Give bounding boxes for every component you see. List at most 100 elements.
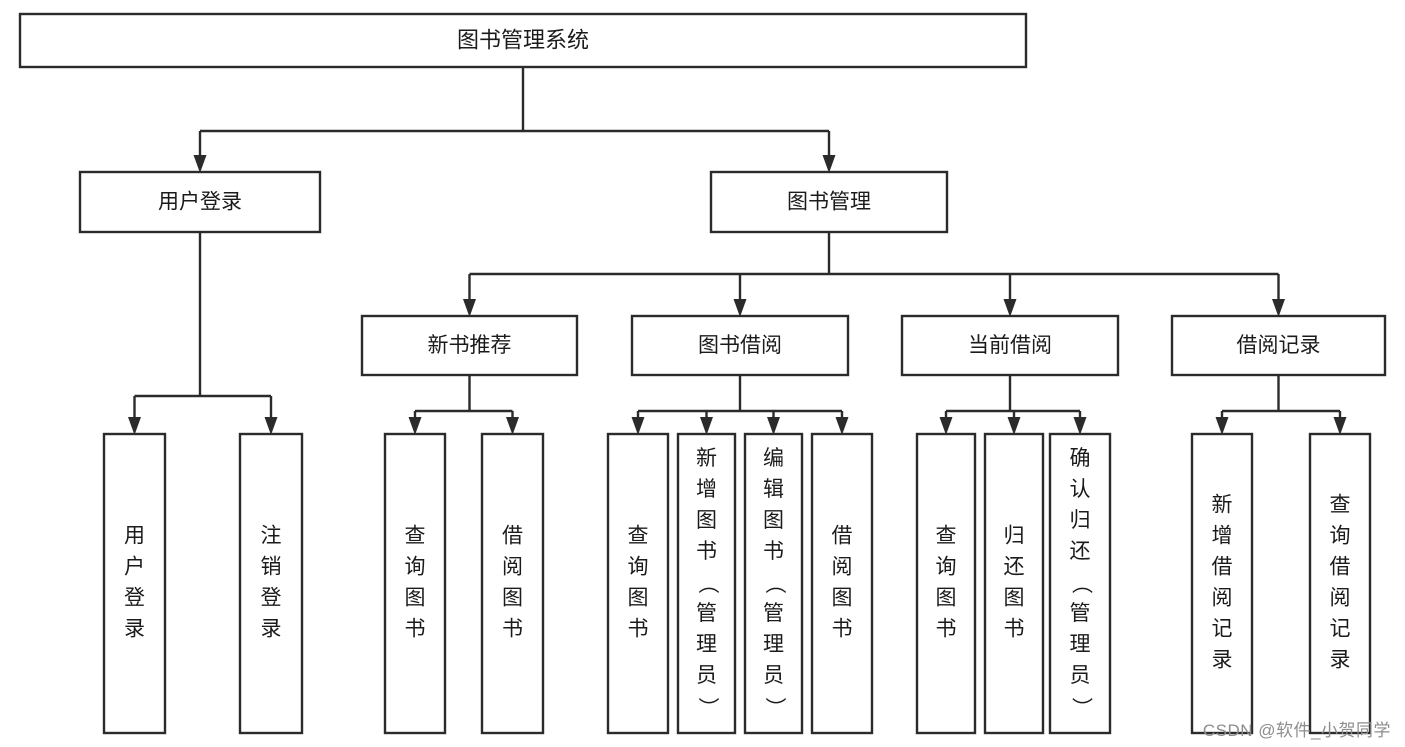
node-box-borrow-record[interactable] [1170, 314, 1387, 377]
node-label-char: 借 [1212, 556, 1233, 579]
node-label-char: 书 [936, 618, 957, 641]
node-label-char: 图 [763, 509, 784, 532]
node-label-char: （ [763, 573, 786, 594]
node-label-char: 书 [832, 618, 853, 641]
node-book-management[interactable]: 图书管理 [709, 170, 949, 234]
node-box-current-borrow[interactable] [900, 314, 1120, 377]
node-label-char: 询 [936, 556, 957, 579]
node-box-leaf-logout[interactable] [238, 432, 304, 735]
arrow-head-icon [733, 299, 747, 317]
node-user-login[interactable]: 用户登录 [78, 170, 322, 234]
node-label-root: 图书管理系统 [457, 27, 589, 52]
arrow-head-icon [506, 417, 519, 435]
connector-group-new-book-recommend [408, 375, 519, 435]
node-label-char: 书 [502, 618, 523, 641]
node-label-char: ） [696, 697, 719, 718]
arrow-head-icon [700, 417, 713, 435]
node-label-char: 登 [261, 587, 282, 610]
connector-group-current-borrow [939, 375, 1087, 435]
connector-group-book-borrow [631, 375, 849, 435]
node-label-char: 理 [1070, 633, 1091, 656]
node-label-char: 认 [1070, 478, 1091, 501]
node-box-leaf-query-book-current[interactable] [915, 432, 977, 735]
node-label-char: 图 [405, 587, 426, 610]
node-label-char: 查 [405, 525, 426, 548]
node-label-char: （ [696, 573, 719, 594]
arrow-head-icon [128, 417, 141, 435]
node-label-char: 书 [628, 618, 649, 641]
node-box-leaf-query-book-recommend[interactable] [383, 432, 447, 735]
node-label-borrow-record: 借阅记录 [1237, 334, 1321, 357]
node-label-char: 书 [405, 618, 426, 641]
node-label-char: 员 [696, 664, 717, 687]
node-label-book-borrow: 图书借阅 [698, 334, 782, 357]
arrow-head-icon [1003, 299, 1017, 317]
node-leaf-user-login[interactable]: 用户登录 [102, 432, 167, 735]
connector-group-borrow-record [1215, 375, 1347, 435]
node-label-char: 阅 [1330, 587, 1351, 610]
node-box-leaf-add-book-admin[interactable] [676, 432, 737, 735]
node-label-char: 书 [763, 540, 784, 563]
node-box-root[interactable] [18, 12, 1028, 69]
node-label-char: 借 [502, 525, 523, 548]
node-label-char: 录 [124, 618, 145, 641]
node-label-new-book-recommend: 新书推荐 [428, 334, 512, 357]
node-box-leaf-user-login[interactable] [102, 432, 167, 735]
node-label-char: 增 [696, 478, 717, 501]
node-label-char: 确 [1070, 447, 1091, 470]
node-root[interactable]: 图书管理系统 [18, 12, 1028, 69]
node-label-char: 归 [1004, 525, 1025, 548]
node-box-leaf-add-borrow-record[interactable] [1190, 432, 1254, 735]
node-box-leaf-edit-book-admin[interactable] [743, 432, 804, 735]
node-borrow-record[interactable]: 借阅记录 [1170, 314, 1387, 377]
connector-group-user-login [128, 232, 278, 435]
node-box-book-borrow[interactable] [630, 314, 850, 377]
arrow-head-icon [822, 155, 836, 173]
node-label-char: 录 [1212, 649, 1233, 672]
connector-layer [128, 67, 1347, 435]
arrow-head-icon [835, 417, 849, 435]
node-label-book-management: 图书管理 [787, 191, 871, 214]
node-label-char: 借 [832, 525, 853, 548]
node-box-book-management[interactable] [709, 170, 949, 234]
node-layer: 图书管理系统用户登录图书管理新书推荐图书借阅当前借阅借阅记录用户登录注销登录查询… [18, 12, 1387, 735]
node-book-borrow[interactable]: 图书借阅 [630, 314, 850, 377]
node-box-new-book-recommend[interactable] [360, 314, 579, 377]
node-label-char: 查 [628, 525, 649, 548]
node-label-current-borrow: 当前借阅 [968, 334, 1052, 357]
node-current-borrow[interactable]: 当前借阅 [900, 314, 1120, 377]
node-label-char: 记 [1212, 618, 1233, 641]
node-label-char: ） [1069, 697, 1092, 718]
node-label-char: 录 [1330, 649, 1351, 672]
node-label-char: 归 [1070, 509, 1091, 532]
node-box-leaf-query-borrow-record[interactable] [1308, 432, 1372, 735]
node-box-user-login[interactable] [78, 170, 322, 234]
node-box-leaf-return-book[interactable] [983, 432, 1045, 735]
node-box-leaf-query-book-borrow[interactable] [606, 432, 670, 735]
node-box-leaf-borrow-book[interactable] [810, 432, 874, 735]
node-box-leaf-borrow-book-recommend[interactable] [480, 432, 545, 735]
node-label-char: 编 [763, 447, 784, 470]
node-label-char: 阅 [502, 556, 523, 579]
node-label-char: 查 [936, 525, 957, 548]
arrow-head-icon [1333, 417, 1347, 435]
node-label-char: 记 [1330, 618, 1351, 641]
node-label-char: 询 [1330, 525, 1351, 548]
arrow-head-icon [1073, 417, 1087, 435]
node-label-char: 图 [502, 587, 523, 610]
node-box-leaf-confirm-return-admin[interactable] [1048, 432, 1112, 735]
node-new-book-recommend[interactable]: 新书推荐 [360, 314, 579, 377]
node-label-char: 书 [1004, 618, 1025, 641]
